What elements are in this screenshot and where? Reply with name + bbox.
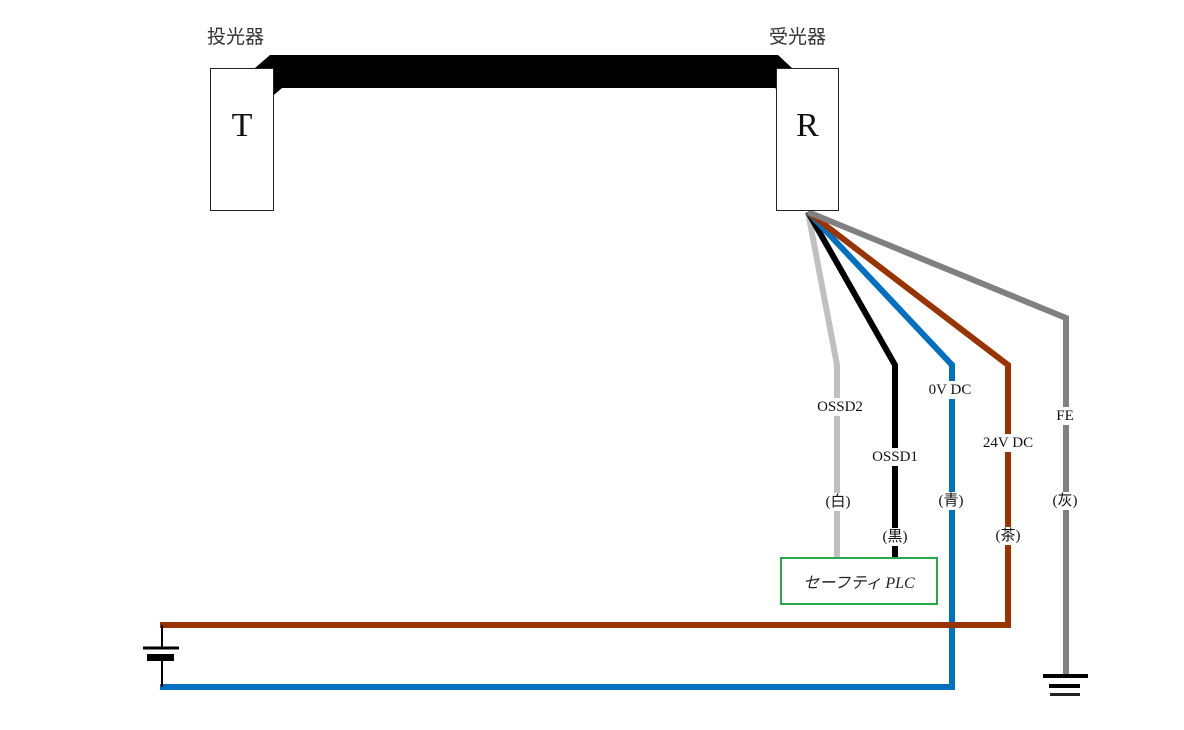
- emitter-letter: T: [231, 107, 253, 144]
- emitter-box: T: [210, 68, 274, 211]
- wire-ossd2-color: (白): [823, 493, 853, 511]
- emitter-title: 投光器: [207, 26, 265, 48]
- receiver-box: R: [776, 68, 839, 211]
- battery-icon: [143, 625, 179, 687]
- wire-fe: [806, 209, 1069, 675]
- wire-fe-color: (灰): [1050, 492, 1080, 510]
- wire-0v-signal: 0V DC: [926, 381, 974, 399]
- safety-plc-box: セーフティ PLC: [780, 557, 938, 605]
- wire-24v: [160, 209, 1011, 628]
- receiver-letter: R: [796, 107, 819, 144]
- wire-ossd1-color: (黒): [880, 528, 910, 546]
- receiver-title: 受光器: [769, 26, 827, 48]
- wire-ossd2-signal: OSSD2: [815, 398, 865, 416]
- wire-24v-signal: 24V DC: [980, 434, 1036, 452]
- wire-fe-signal: FE: [1054, 407, 1076, 425]
- sync-cable: [255, 55, 792, 100]
- wire-ossd1: [805, 210, 898, 557]
- ground-icon: [1043, 674, 1088, 696]
- wire-0v-color: (青): [936, 492, 966, 510]
- safety-plc-label: セーフティ PLC: [803, 575, 915, 592]
- wire-24v-color: (茶): [993, 527, 1023, 545]
- wire-0v: [160, 209, 955, 690]
- wire-ossd1-signal: OSSD1: [870, 448, 920, 466]
